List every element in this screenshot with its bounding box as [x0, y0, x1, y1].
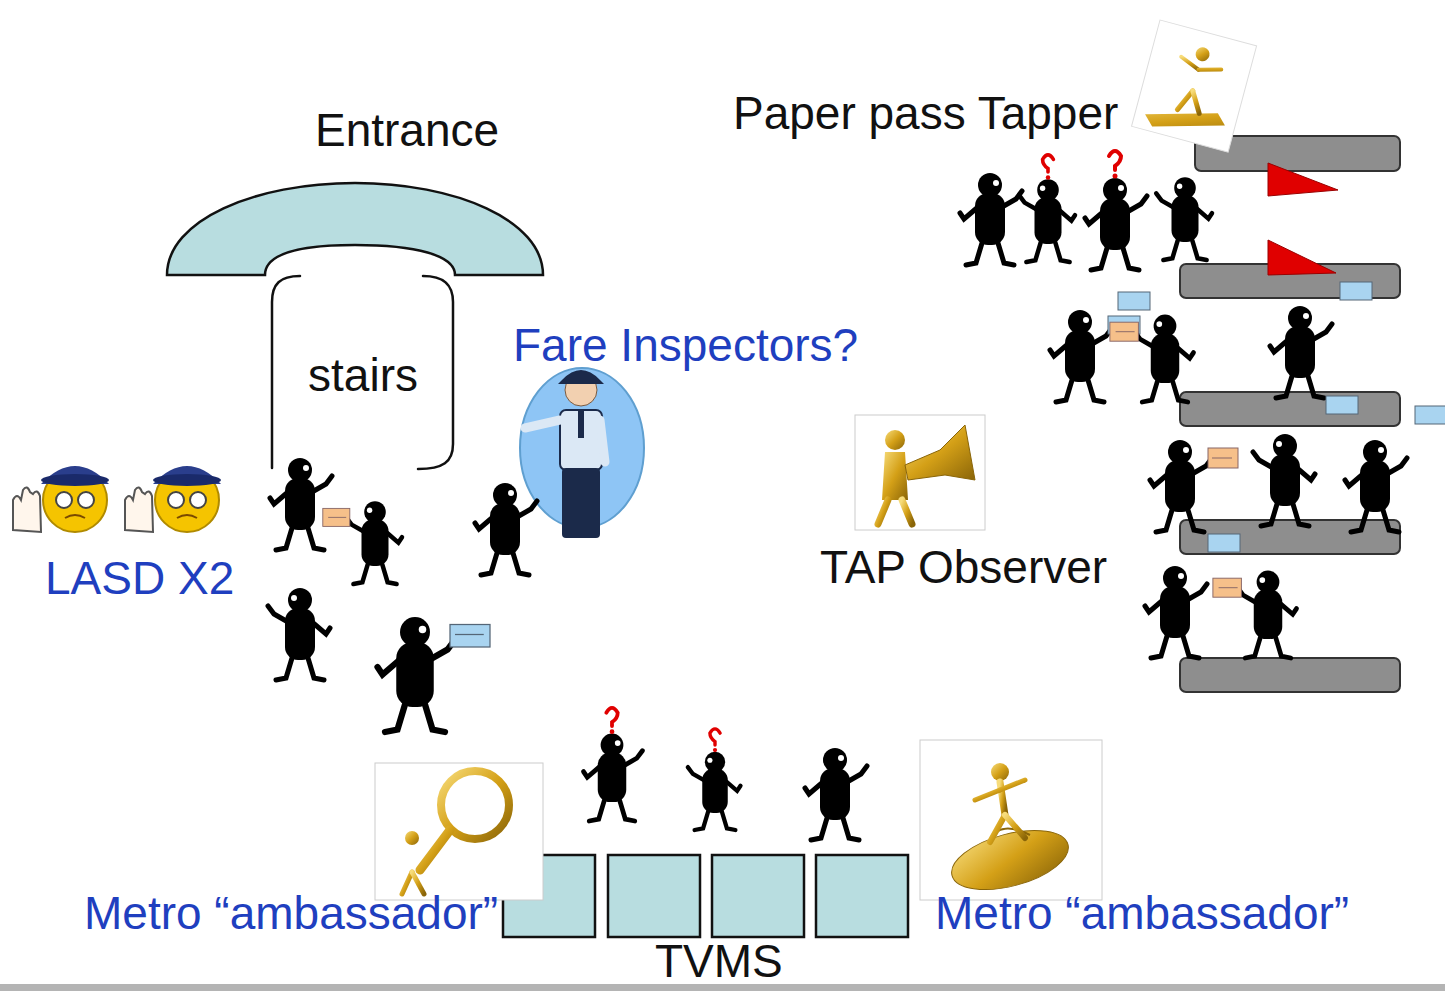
- passenger: [323, 501, 402, 584]
- passenger: [1145, 566, 1207, 658]
- ticket-machines: [503, 855, 908, 937]
- tap-card: [1208, 534, 1240, 552]
- passenger: [1050, 310, 1140, 402]
- passenger: [1213, 571, 1297, 658]
- passenger: [1019, 155, 1075, 262]
- node-text: Entrance: [315, 107, 499, 153]
- passenger: [378, 617, 491, 732]
- tap-card: [1326, 396, 1358, 414]
- outline: [167, 183, 543, 275]
- bottom-bar: [0, 984, 1445, 991]
- tap-card: [1415, 406, 1445, 424]
- passenger: [688, 729, 741, 830]
- tap-card: [1340, 282, 1372, 300]
- node-text: stairs: [308, 352, 418, 398]
- magnifier-clipart: [375, 763, 543, 900]
- red-flags: [1268, 163, 1338, 275]
- outline: [272, 276, 453, 469]
- fare-gates: [1180, 136, 1400, 692]
- passenger: [1345, 440, 1407, 532]
- sheriff-label: LASD X2: [45, 555, 234, 601]
- entrance-arch: Entrance: [165, 100, 545, 280]
- passenger: [1085, 151, 1147, 270]
- passenger: [584, 708, 643, 821]
- observer-label: TAP Observer: [820, 544, 1107, 590]
- passenger: [1270, 306, 1332, 398]
- passenger: [270, 458, 332, 550]
- tapper-clipart: [1132, 20, 1257, 152]
- passenger: [1110, 315, 1194, 402]
- megaphone-clipart: [855, 415, 985, 530]
- ambassador-label: Metro “ambassador”: [935, 890, 1349, 936]
- passenger: [475, 483, 537, 575]
- lasd-faces: [13, 466, 221, 532]
- passenger: [960, 173, 1022, 265]
- passenger: [1156, 177, 1212, 260]
- inspector-label: Fare Inspectors?: [513, 322, 858, 368]
- passenger: [1253, 434, 1315, 526]
- passenger: [268, 588, 330, 680]
- stairs-box: stairs: [268, 272, 458, 472]
- passenger: [805, 748, 867, 840]
- gate-callout: Paper pass Tapper: [733, 90, 1118, 136]
- mouse-surfer-clipart: [920, 740, 1102, 901]
- ambassador-label: Metro “ambassador”: [84, 890, 498, 936]
- passenger: [1150, 440, 1238, 532]
- fare-inspector-figure: [520, 368, 644, 538]
- tap-card: [1118, 292, 1150, 310]
- tvm-label: TVMS: [655, 938, 783, 984]
